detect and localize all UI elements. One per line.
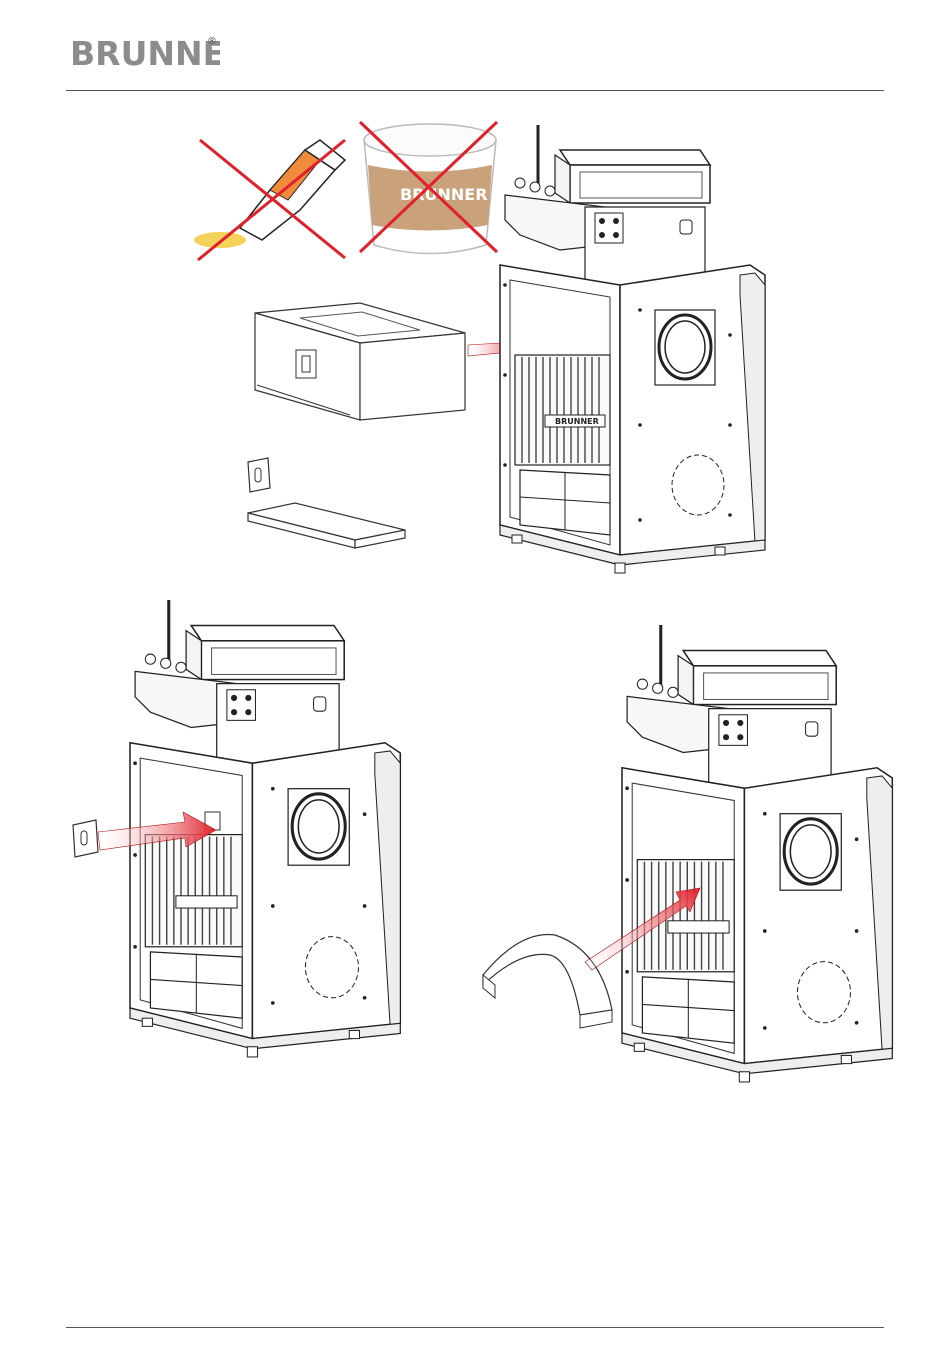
unit-plate-label: BRUNNER — [555, 417, 599, 426]
insulation-box — [255, 303, 465, 420]
insulation-strip — [248, 503, 405, 548]
footer-rule — [66, 1327, 884, 1328]
flexible-insulation-strip — [483, 935, 612, 1029]
glue-bottle-crossed-out — [194, 140, 345, 260]
bucket-crossed-out: BRUNNER — [360, 122, 497, 254]
stove-unit-step-1: BRUNNER — [500, 125, 765, 573]
mounting-clip — [248, 458, 270, 492]
stove-unit-step-3 — [622, 625, 892, 1082]
